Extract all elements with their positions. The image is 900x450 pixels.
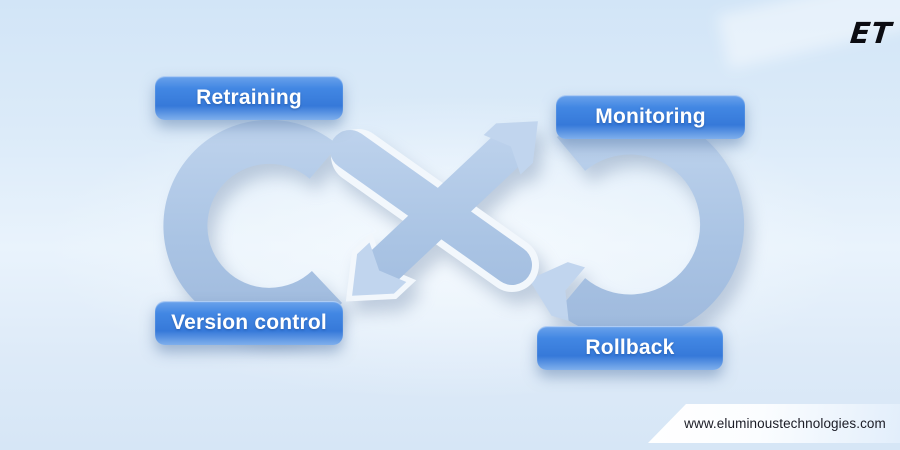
node-retraining-label: Retraining <box>196 86 302 109</box>
left-loop-arc <box>163 119 343 332</box>
node-rollback: Rollback <box>537 326 723 370</box>
footer-band: www.eluminoustechnologies.com <box>648 404 900 443</box>
node-monitoring-label: Monitoring <box>595 105 706 128</box>
website-url: www.eluminoustechnologies.com <box>684 416 886 431</box>
company-logo: ET <box>848 16 894 50</box>
node-retraining: Retraining <box>155 76 343 120</box>
right-loop-arc <box>529 110 745 339</box>
node-version-control-label: Version control <box>171 311 327 334</box>
node-version-control: Version control <box>155 301 343 345</box>
cross-strand-ascending <box>345 121 538 302</box>
node-monitoring: Monitoring <box>556 95 745 139</box>
arrow-to-monitoring <box>483 121 538 175</box>
node-rollback-label: Rollback <box>585 336 675 359</box>
